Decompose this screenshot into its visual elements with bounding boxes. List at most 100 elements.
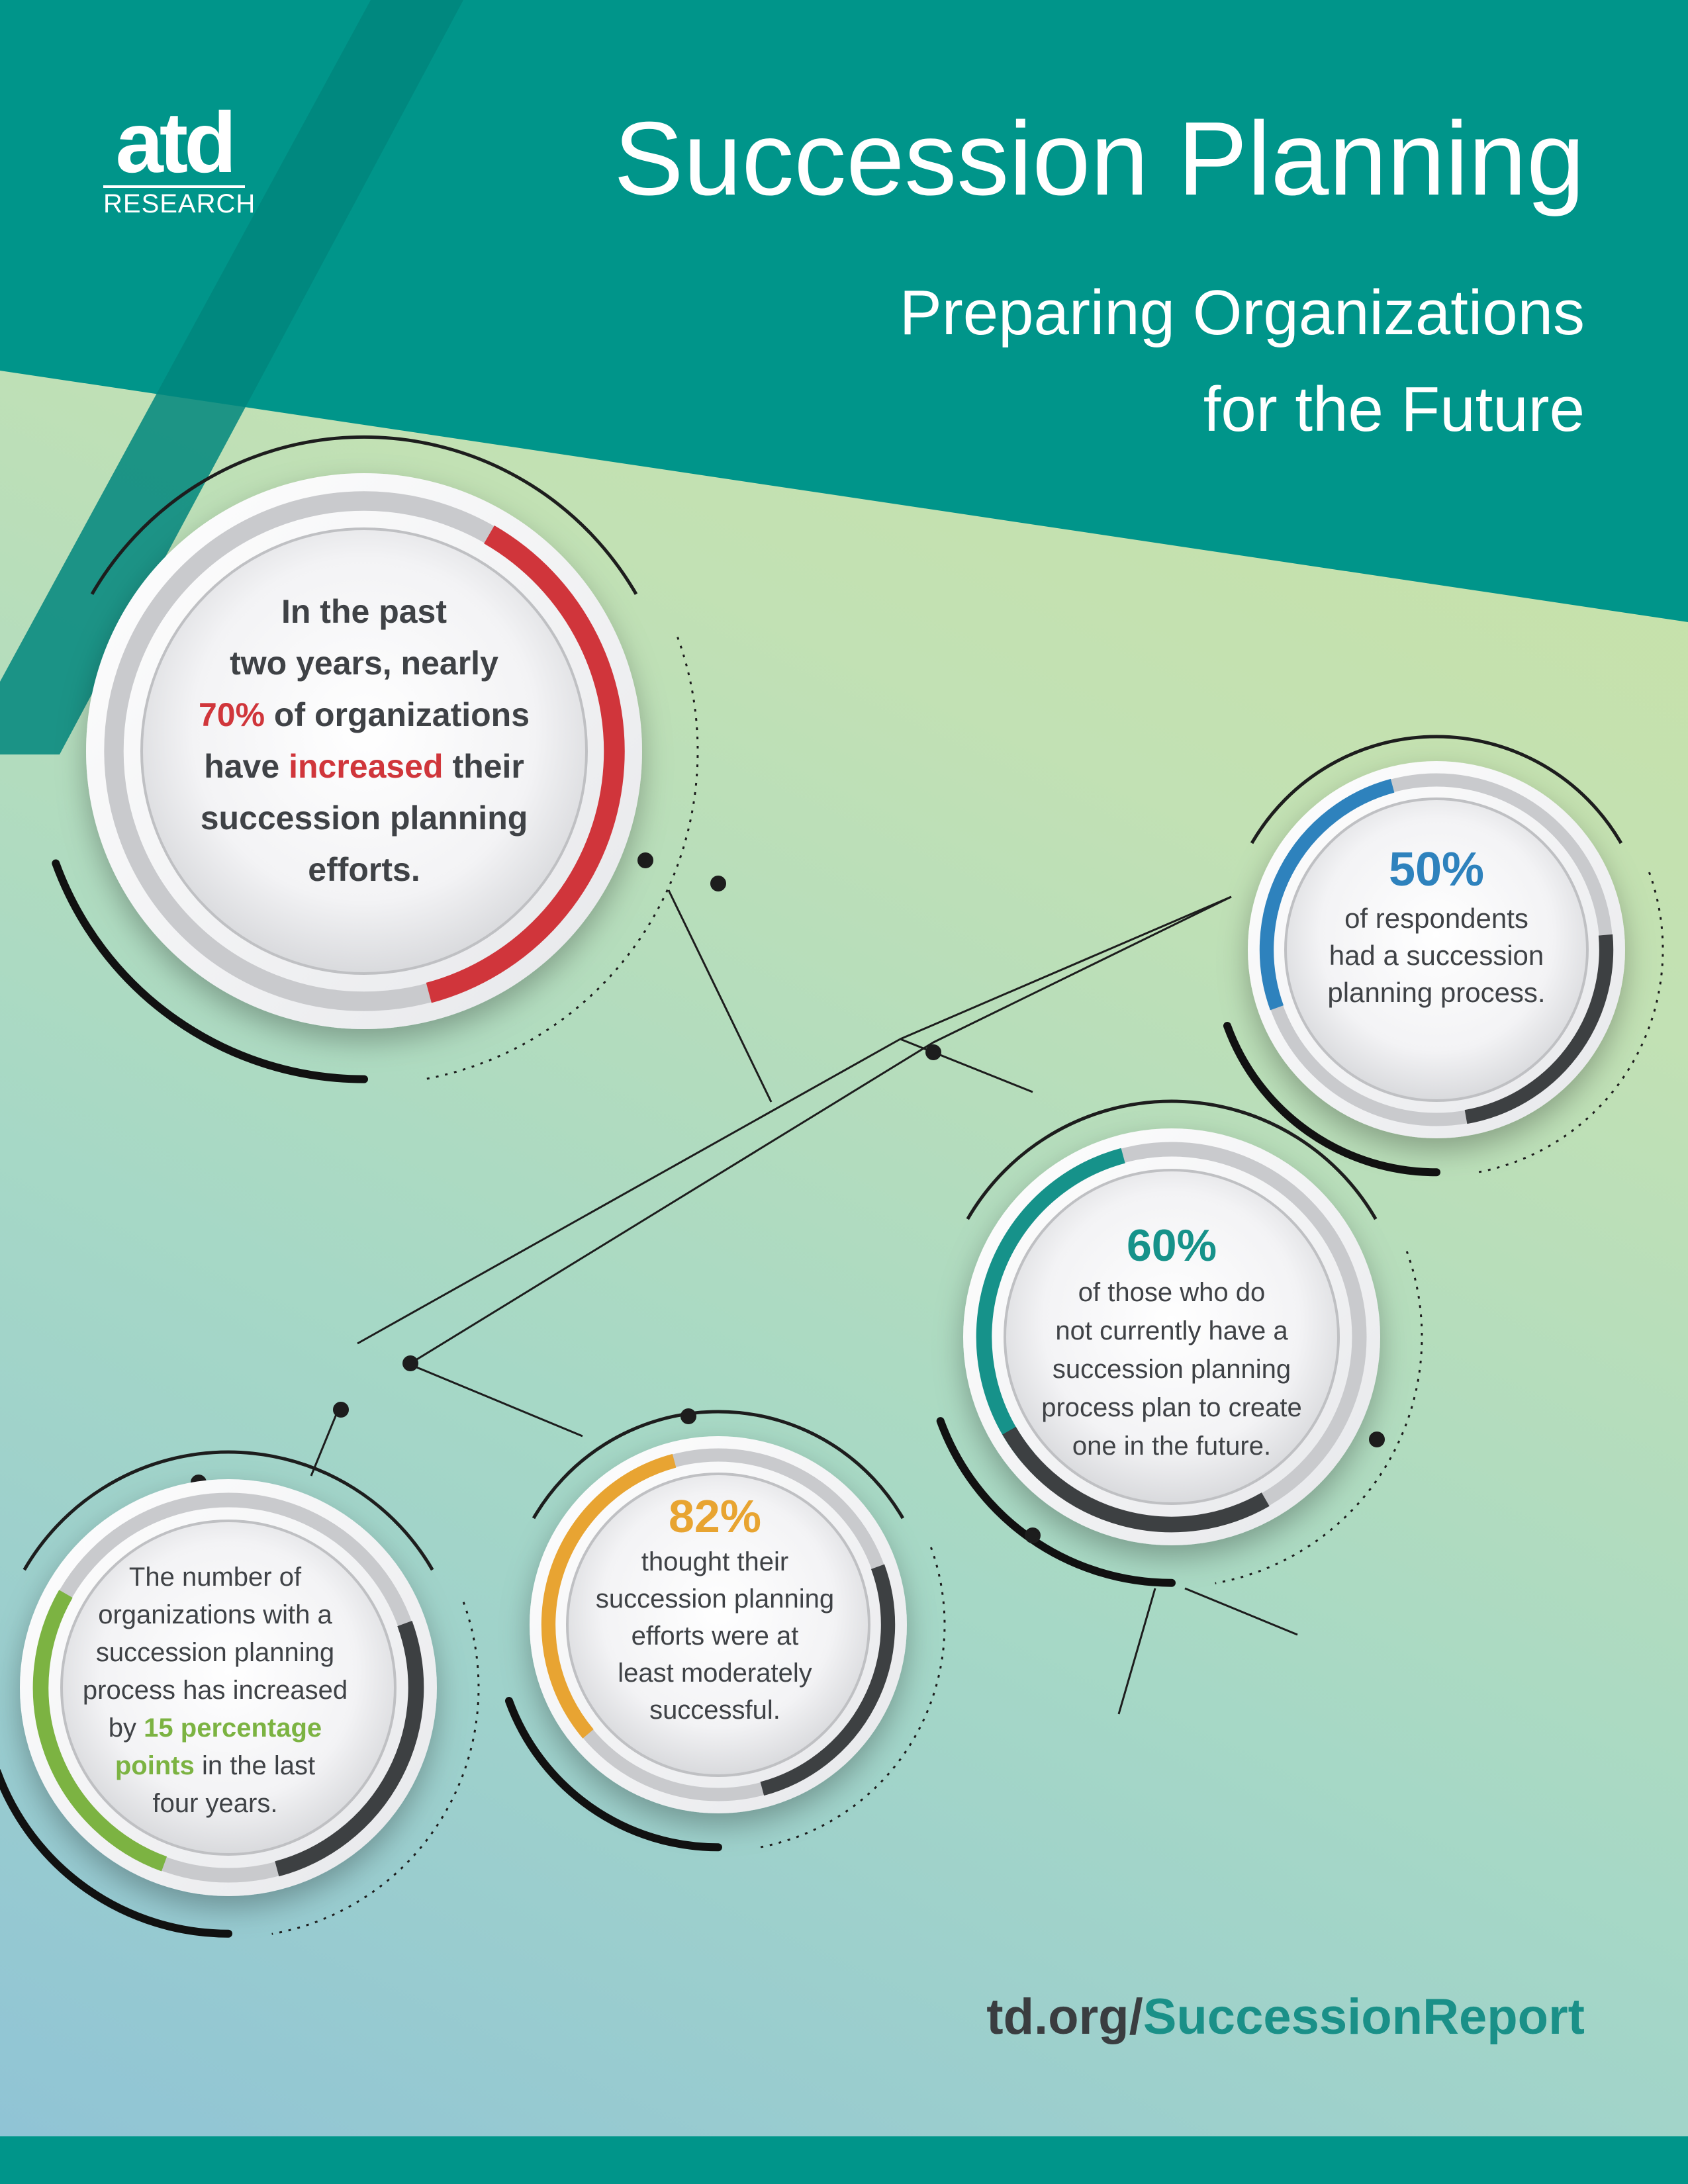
stat-82-disc <box>530 1436 907 1813</box>
stat-15-line: The number of <box>128 1563 302 1592</box>
bottom-bar <box>0 2136 1688 2184</box>
stat-50-ring-dark <box>1464 934 1614 1124</box>
connector-node <box>1025 1527 1041 1543</box>
stat-50-line: of respondents <box>1344 903 1528 934</box>
stat-70-orbit <box>90 435 638 595</box>
page-subtitle: Preparing Organizations for the Future <box>900 265 1585 458</box>
stat-50-disc <box>1248 761 1625 1138</box>
stat-60-ring-highlight <box>976 1148 1125 1463</box>
stat-50-orbit <box>1250 735 1623 844</box>
stat-70-line: two years, nearly <box>230 645 498 682</box>
stat-82-line: efforts were at <box>631 1621 799 1651</box>
stat-15-highlight: points <box>115 1751 195 1780</box>
stat-15-orbit <box>23 1450 434 1571</box>
stat-15-text: in the last <box>194 1751 316 1780</box>
stat-60-line: process plan to create <box>1041 1393 1302 1422</box>
stat-60-line: of those who do <box>1078 1278 1266 1307</box>
stat-70-disc <box>86 473 642 1029</box>
stat-70-text: have <box>204 748 289 785</box>
stat-15-orbit-thick <box>0 1768 232 1938</box>
stat-15-text: by <box>108 1713 144 1743</box>
stat-60-line: succession planning <box>1052 1355 1291 1384</box>
stat-15-line: process has increased <box>82 1676 348 1705</box>
connector-line <box>933 895 1232 1044</box>
stat-60-line: one in the future. <box>1072 1432 1272 1461</box>
stat-70-line: In the past <box>281 593 447 630</box>
stat-82-line: succession planning <box>595 1584 835 1614</box>
stat-15-ring-highlight <box>32 1590 167 1872</box>
header-diagonal <box>0 0 463 754</box>
page-title: Succession Planning <box>614 101 1585 217</box>
stat-50-orbit-thick <box>1223 1022 1440 1177</box>
connector-node <box>333 1402 349 1418</box>
stat-50-line: had a succession <box>1329 940 1544 971</box>
connector-line <box>900 1038 1033 1093</box>
stat-15-points: The number of organizations with a succe… <box>73 1559 357 1823</box>
connector-node <box>1369 1432 1385 1447</box>
connector-line <box>900 895 1232 1040</box>
connector-node <box>680 1408 696 1424</box>
stat-70-orbit-dotted <box>422 637 699 1081</box>
connector-node <box>925 1044 941 1060</box>
stat-15-ring-dark <box>275 1621 424 1877</box>
connector-line <box>410 1041 934 1365</box>
report-link-domain: td.org/ <box>986 1989 1143 2045</box>
stat-15-orbit-dotted <box>271 1602 480 1935</box>
stat-50-value: 50% <box>1388 843 1485 896</box>
header-band <box>0 0 1688 622</box>
stat-50-percent: 50% of respondents had a succession plan… <box>1297 839 1575 1011</box>
stat-70-line: 70% of organizations <box>179 689 549 741</box>
logo-subtitle: RESEARCH <box>103 185 255 218</box>
stat-50-line: planning process. <box>1327 977 1546 1008</box>
stat-70-percent: In the past two years, nearly 70% of org… <box>179 586 549 895</box>
stat-70-value: 70% <box>198 696 265 733</box>
stat-70-line: have increased their <box>179 741 549 792</box>
stat-82-orbit <box>532 1410 905 1520</box>
stat-82-ring-dark <box>760 1564 896 1796</box>
logo-wordmark: atd <box>115 94 237 191</box>
connector-line <box>357 1038 901 1345</box>
stat-60-orbit-dotted <box>1215 1251 1423 1584</box>
connector-line <box>667 889 773 1103</box>
stat-82-value: 82% <box>668 1490 762 1542</box>
stat-82-line: least moderately <box>618 1659 812 1688</box>
stat-60-percent: 60% of those who do not currently have a… <box>1023 1218 1321 1465</box>
stat-60-orbit <box>966 1099 1378 1220</box>
stat-82-orbit-dotted <box>757 1547 946 1849</box>
stat-82-line: thought their <box>641 1547 789 1576</box>
stat-15-line: succession planning <box>95 1638 335 1667</box>
stat-70-line: succession planning <box>200 799 528 837</box>
report-link[interactable]: td.org/SuccessionReport <box>986 1984 1585 2050</box>
connector-line <box>1117 1588 1156 1715</box>
connector-node <box>402 1355 418 1371</box>
stat-15-line: by 15 percentage <box>73 1709 357 1747</box>
stat-15-line: organizations with a <box>98 1600 332 1629</box>
connector-line <box>406 1362 583 1437</box>
stat-60-ring-dark <box>1002 1426 1270 1533</box>
stat-70-highlight: increased <box>289 748 444 785</box>
stat-70-ring-highlight <box>426 525 625 1003</box>
stat-60-line: not currently have a <box>1055 1316 1288 1345</box>
stat-15-line: four years. <box>152 1789 278 1818</box>
stat-82-percent: 82% thought their succession planning ef… <box>583 1489 847 1729</box>
atd-research-logo: atd RESEARCH <box>98 94 255 218</box>
connector-line <box>1184 1587 1298 1636</box>
stat-82-line: successful. <box>649 1696 780 1725</box>
stat-15-highlight: 15 percentage <box>144 1713 322 1743</box>
stat-70-text: their <box>443 748 524 785</box>
stat-82-orbit-thick <box>504 1697 722 1852</box>
stat-70-line: efforts. <box>308 851 420 888</box>
connector-node <box>710 876 726 891</box>
stat-50-ring-highlight <box>1259 778 1395 1011</box>
stat-15-line: points in the last <box>73 1747 357 1785</box>
stat-50-orbit-dotted <box>1476 872 1664 1174</box>
connector-node <box>637 852 653 868</box>
stat-82-ring-highlight <box>541 1453 677 1739</box>
stat-70-orbit-thick <box>52 859 368 1083</box>
stat-60-disc <box>963 1128 1380 1545</box>
subtitle-line-1: Preparing Organizations <box>899 277 1585 348</box>
report-link-path: SuccessionReport <box>1143 1989 1585 2045</box>
